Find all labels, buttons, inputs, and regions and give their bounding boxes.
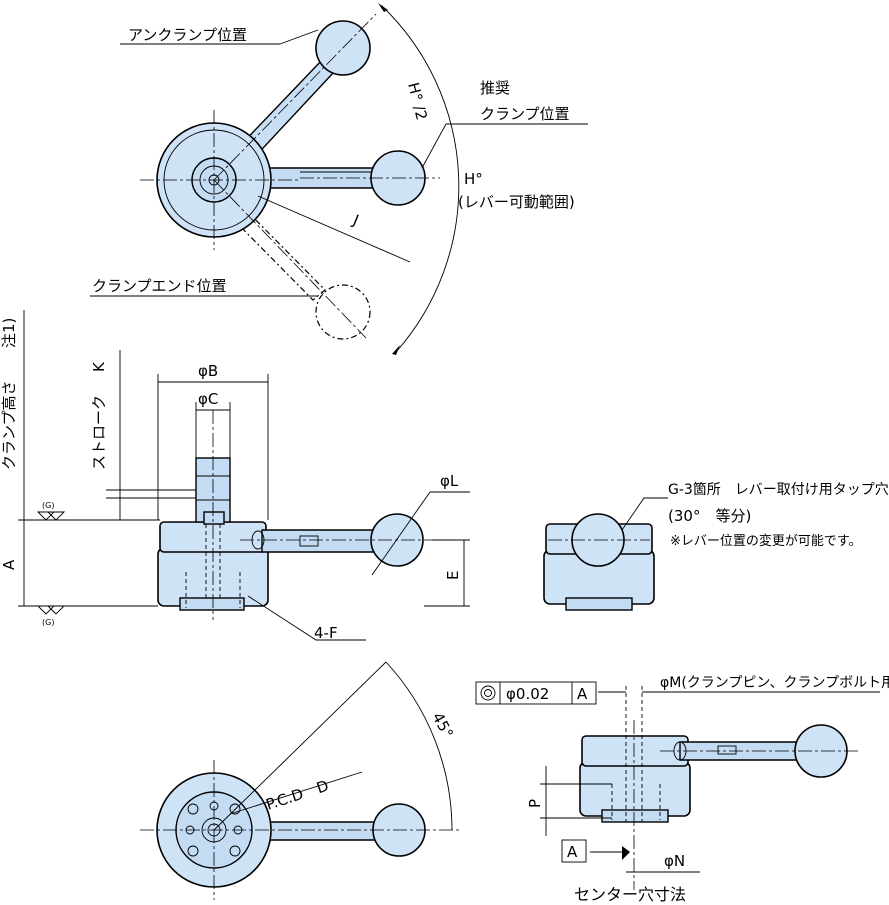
- bottom-view: [140, 661, 460, 900]
- unclamp-position-label: アンクランプ位置: [128, 26, 247, 44]
- recommended-clamp-label-1: 推奨: [480, 79, 510, 97]
- a-label: A: [0, 559, 18, 570]
- clamp-end-position-label: クランプエンド位置: [92, 277, 227, 295]
- tolerance-label: φ0.02: [506, 685, 549, 703]
- g-top-label: (G): [42, 501, 54, 510]
- pitch-label: (30° 等分): [668, 507, 751, 525]
- stroke-label: ストローク: [90, 395, 108, 470]
- note-label: ※レバー位置の変更が可能です。: [670, 533, 862, 549]
- front-view: [543, 497, 668, 611]
- pcd-label: P.C.D D: [264, 777, 331, 814]
- angle-45-label: 45°: [428, 709, 456, 741]
- k-label: K: [90, 361, 108, 372]
- datum-box-label: A: [567, 843, 578, 861]
- recommended-clamp-label-2: クランプ位置: [480, 105, 570, 123]
- top-view: [90, 3, 588, 355]
- phi-c-label: φC: [198, 390, 218, 408]
- h-deg-label: H°: [464, 170, 483, 188]
- section-view: [475, 681, 880, 890]
- phi-l-label: φL: [440, 472, 459, 490]
- note1-label: 注1): [0, 318, 18, 348]
- g-bottom-label: (G): [42, 618, 54, 627]
- j-label: J: [350, 211, 362, 230]
- section-lower-body: [579, 761, 691, 817]
- phi-n-label: φN: [664, 852, 685, 870]
- datum-label: A: [577, 685, 588, 703]
- p-label: P: [526, 799, 544, 808]
- e-label: E: [444, 571, 462, 580]
- tap-hole-label: G-3箇所 レバー取付け用タップ穴: [668, 481, 889, 498]
- h-half-label: H° /2: [404, 81, 431, 122]
- lever-range-label: (レバー可動範囲): [458, 193, 575, 211]
- bottom-lever-arm: [261, 821, 377, 841]
- center-hole-label: センター穴寸法: [574, 885, 686, 904]
- phi-b-label: φB: [198, 362, 218, 380]
- four-f-label: 4-F: [314, 624, 338, 642]
- clamp-height-label: クランプ高さ: [0, 380, 18, 470]
- phi-m-label: φM(クランプピン、クランプボルト用穴): [660, 675, 889, 691]
- side-view: [18, 310, 470, 641]
